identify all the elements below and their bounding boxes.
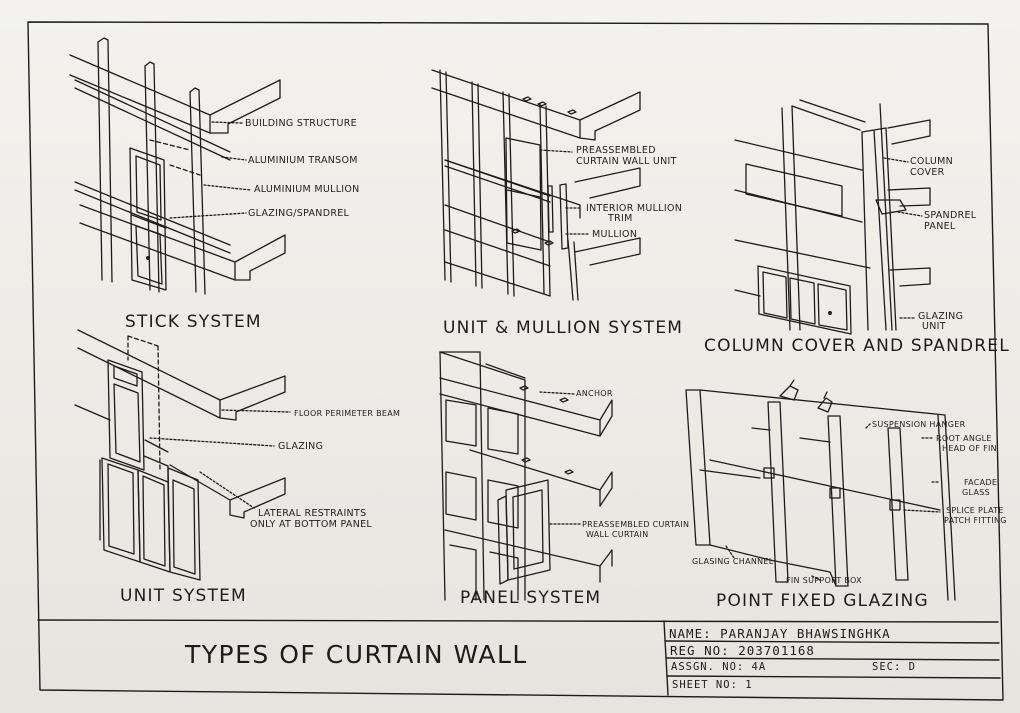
caption-unit-mullion-system: UNIT & MULLION SYSTEM [443,318,684,338]
caption-unit-system: UNIT SYSTEM [120,586,247,606]
label-fin-support-box: FIN SUPPORT BOX [786,576,862,585]
reg-number: REG NO: 203701168 [670,643,815,658]
point-fixed-drawing [685,379,956,601]
caption-column-cover: COLUMN COVER AND SPANDREL [704,336,1010,356]
label-building-structure: BUILDING STRUCTURE [245,118,357,129]
label-aluminium-mullion: ALUMINIUM MULLION [254,184,360,195]
panel-system-drawing [439,351,613,601]
label-head-of-fin: HEAD OF FIN [942,444,997,453]
label-aluminium-transom: ALUMINIUM TRANSOM [248,155,358,166]
label-glass: GLASS [962,488,990,497]
sheet-title: TYPES OF CURTAIN WALL [185,640,528,669]
caption-point-fixed-glazing: POINT FIXED GLAZING [716,591,929,611]
column-cover-drawing [734,99,931,335]
student-name: NAME: PARANJAY BHAWSINGHKA [669,626,891,641]
label-bottom-panel: ONLY AT BOTTOM PANEL [250,519,373,530]
unit-system-drawing [74,329,291,581]
label-cover: COVER [910,167,945,178]
label-wall-curtain: WALL CURTAIN [586,530,649,539]
label-glazing-unit-1: GLAZING [918,311,964,322]
label-anchor: ANCHOR [576,389,613,398]
label-interior-mullion: INTERIOR MULLION [586,203,683,214]
label-suspension-hanger: SUSPENSION HANGER [872,420,966,429]
label-column: COLUMN [910,156,953,167]
label-panel: PANEL [924,221,956,232]
label-preassembled: PREASSEMBLED [576,145,656,156]
caption-stick-system: STICK SYSTEM [125,312,262,332]
label-trim: TRIM [608,213,633,224]
label-curtain-wall-unit: CURTAIN WALL UNIT [576,156,677,167]
label-mullion: MULLION [592,229,638,240]
label-patch-fitting: PATCH FITTING [944,516,1007,525]
label-preassembled-curtain: PREASSEMBLED CURTAIN [582,520,690,529]
label-spandrel: SPANDREL [924,210,977,221]
label-lateral-restraints: LATERAL RESTRAINTS [258,508,367,519]
sheet-border [27,21,1004,701]
label-glazing-unit-2: UNIT [922,321,946,332]
label-glazing-spandrel: GLAZING/SPANDREL [248,208,350,219]
sheet-number: SHEET NO: 1 [672,679,753,691]
caption-panel-system: PANEL SYSTEM [460,588,602,608]
section: SEC: D [872,661,916,673]
unit-mullion-drawing [431,69,641,301]
label-root-angle: ROOT ANGLE [936,434,992,443]
label-glazing: GLAZING [278,441,324,452]
label-floor-perimeter-beam: FLOOR PERIMETER BEAM [294,409,401,418]
stick-system-drawing [69,37,286,295]
assignment-number: ASSGN. NO: 4A [671,661,767,673]
label-glasing-channel: GLASING CHANNEL [692,557,774,566]
label-splice-plate: SPLICE PLATE [946,506,1004,515]
label-facade: FACADE [964,478,998,487]
